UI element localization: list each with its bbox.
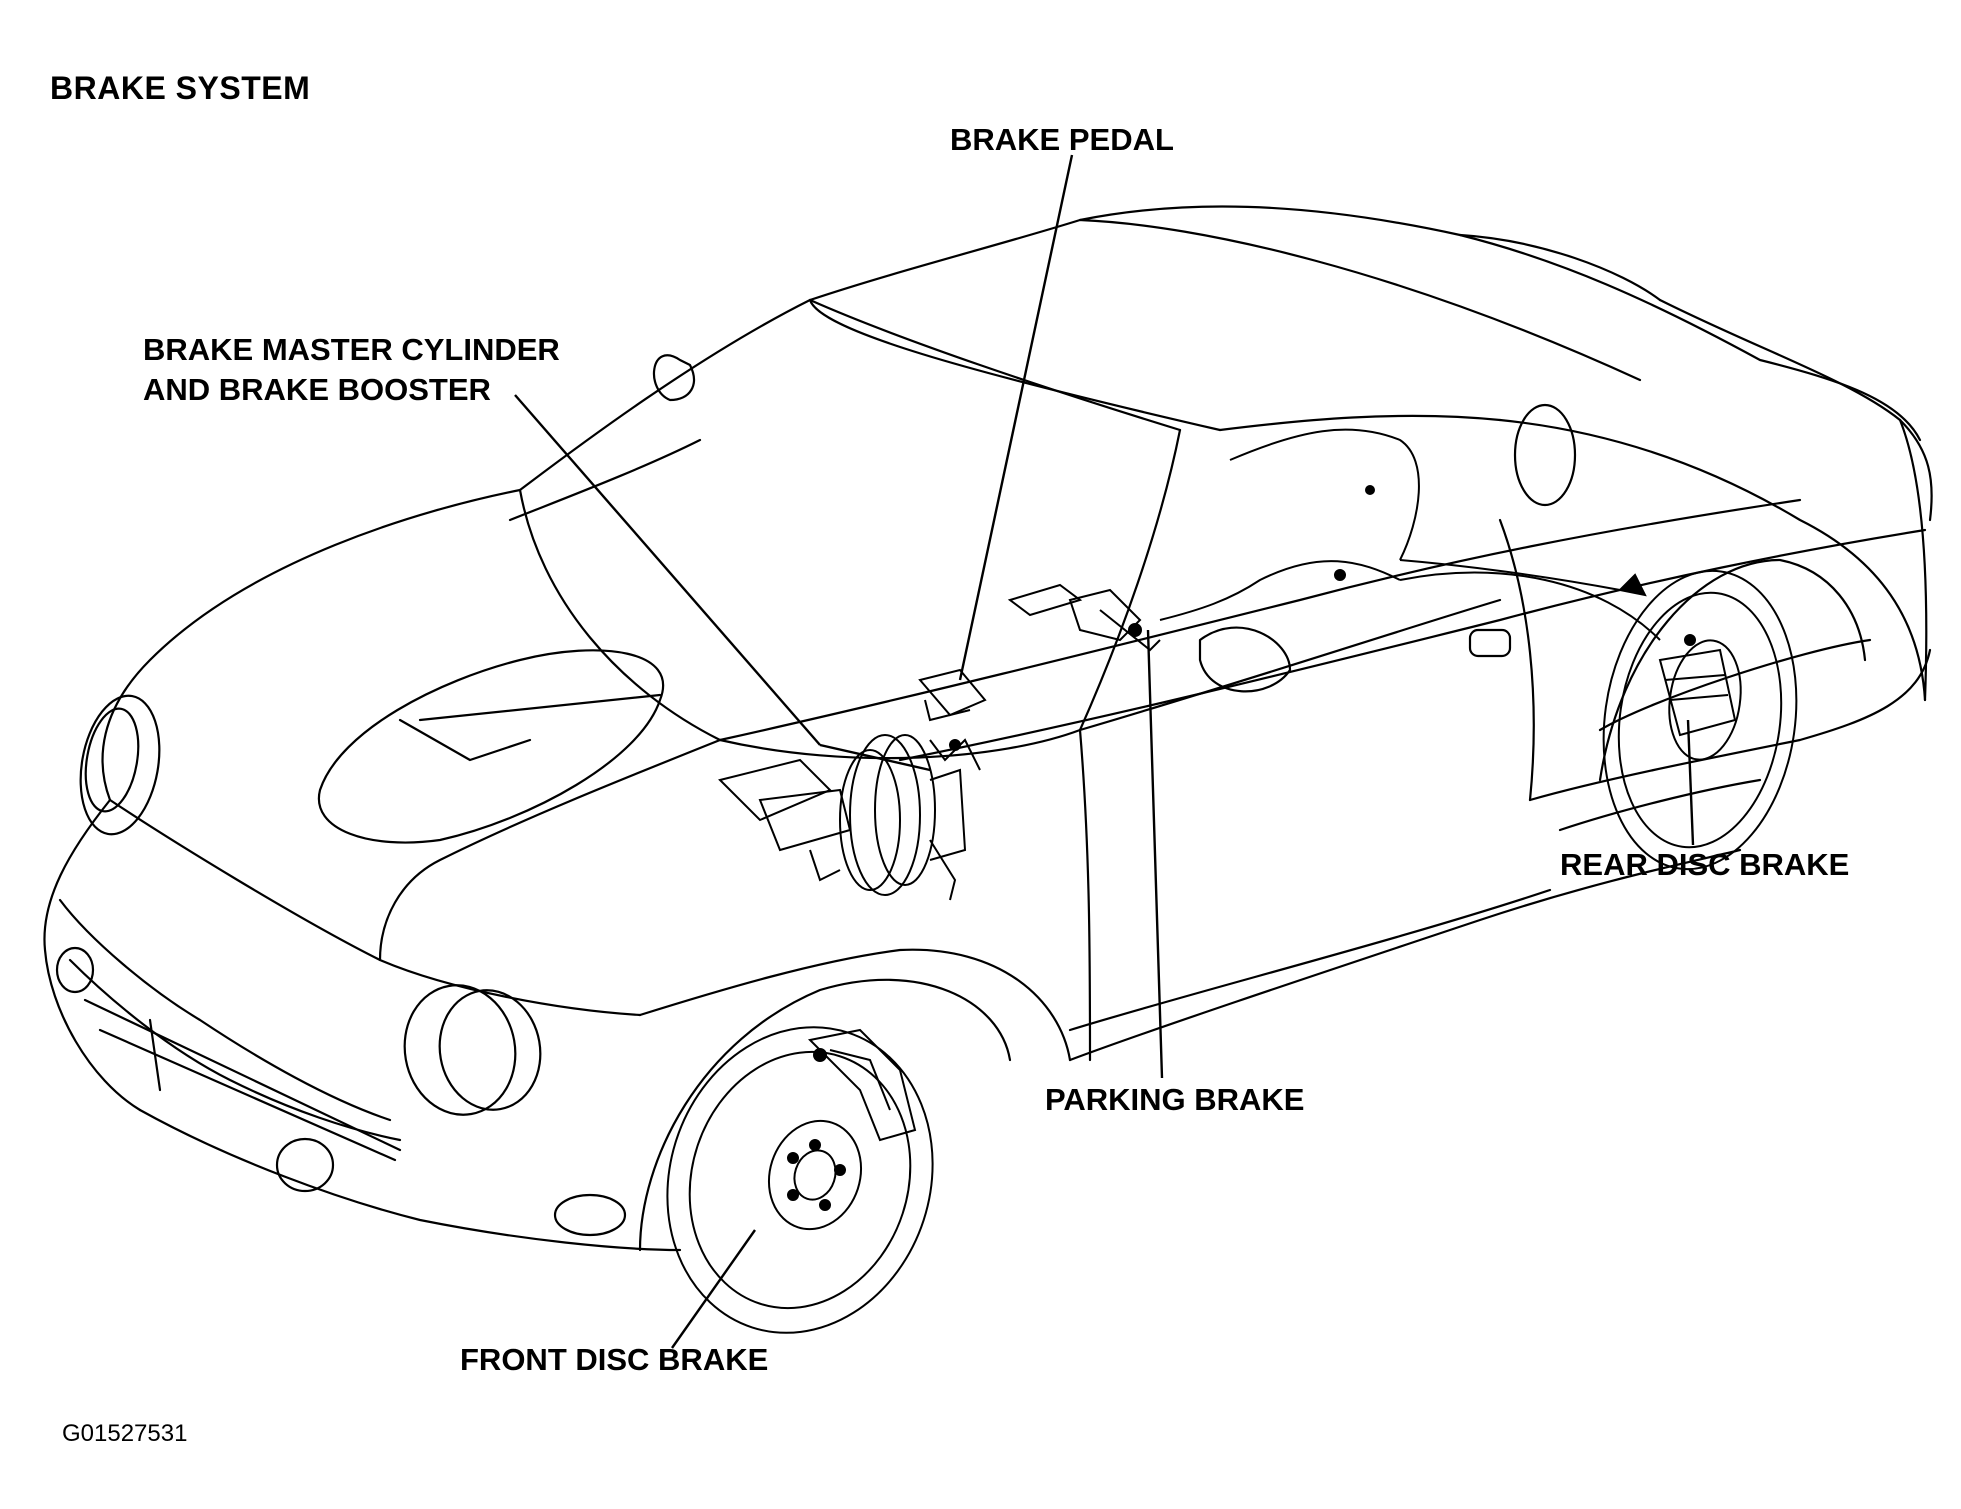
leader-master-cylinder-tail bbox=[819, 743, 931, 772]
leader-master-cylinder bbox=[514, 394, 821, 746]
callout-leaders bbox=[514, 154, 1695, 1349]
parking-brake-lever bbox=[1007, 583, 1161, 652]
brake-pedal-assembly bbox=[918, 668, 987, 771]
car-body-outline bbox=[43, 205, 1933, 1252]
callout-rear-disc-brake: REAR DISC BRAKE bbox=[1560, 847, 1850, 882]
callout-front-disc-brake: FRONT DISC BRAKE bbox=[460, 1342, 769, 1377]
callout-master-cylinder: BRAKE MASTER CYLINDER AND BRAKE BOOSTER bbox=[143, 330, 560, 410]
callout-brake-pedal: BRAKE PEDAL bbox=[950, 122, 1174, 157]
rear-wheel bbox=[1602, 569, 1798, 871]
figure-id: G01527531 bbox=[62, 1420, 188, 1447]
leader-front-disc-brake bbox=[671, 1229, 756, 1349]
front-wheel bbox=[666, 1026, 934, 1334]
callout-parking-brake: PARKING BRAKE bbox=[1045, 1082, 1305, 1117]
leader-parking-brake bbox=[1146, 629, 1164, 1079]
parking-brake-cables bbox=[1159, 428, 1661, 641]
callout-master-cylinder-line2: AND BRAKE BOOSTER bbox=[143, 372, 491, 407]
leader-rear-disc-brake bbox=[1686, 719, 1695, 846]
diagram-title: BRAKE SYSTEM bbox=[50, 70, 311, 106]
leader-brake-pedal bbox=[958, 154, 1074, 681]
master-cylinder-booster bbox=[718, 734, 967, 901]
callout-master-cylinder-line1: BRAKE MASTER CYLINDER bbox=[143, 332, 560, 367]
